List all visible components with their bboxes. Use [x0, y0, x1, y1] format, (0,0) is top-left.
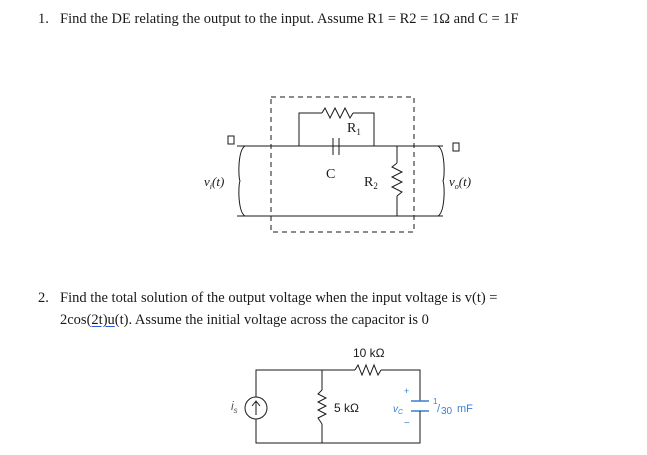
circuit-2-minus-sign: −	[404, 418, 410, 429]
circuit-2-top-wire-right	[381, 369, 421, 401]
svg-text:1: 1	[433, 397, 438, 406]
circuit-1-r1-right-lead	[353, 112, 375, 146]
question-2-text-line1: Find the total solution of the output vo…	[60, 290, 498, 306]
circuit-1-r1-resistor	[321, 106, 354, 120]
circuit-2-source-label: is	[231, 399, 238, 415]
circuit-2-current-source-icon	[244, 396, 268, 420]
circuit-2-5k-resistor	[316, 389, 328, 425]
question-2-text-underlined: 2t)u	[91, 312, 115, 328]
circuit-2-capacitor	[411, 400, 429, 412]
svg-text:mF: mF	[457, 403, 473, 415]
circuit-2-vc-label: vC	[393, 404, 404, 416]
circuit-2-left-top-wire	[255, 369, 323, 397]
question-2-text-a: 2cos(	[60, 312, 92, 328]
circuit-1-input-brace	[238, 145, 246, 217]
question-1: 1. Find the DE relating the output to the…	[38, 8, 519, 30]
circuit-2-10k-label: 10 kΩ	[353, 346, 385, 360]
circuit-1-output-terminal-icon	[452, 142, 460, 152]
question-2-number: 2.	[38, 290, 49, 306]
svg-text:30: 30	[441, 406, 453, 417]
svg-text:/: /	[437, 403, 441, 415]
circuit-1-r1-left-lead	[298, 112, 322, 146]
circuit-2-bottom-wire	[322, 413, 421, 444]
question-2-text-line2: 2cos(2t)u(t). Assume the initial voltage…	[38, 309, 618, 331]
circuit-1-vi-label: vi(t)	[204, 174, 224, 191]
question-1-number: 1.	[38, 11, 49, 27]
circuit-1-r1-label: R1	[347, 121, 361, 137]
circuit-2-capacitance-label: 1 / 30 mF	[433, 397, 473, 417]
circuit-1-r2-resistor	[390, 162, 404, 197]
circuit-1-output-brace	[437, 145, 445, 217]
circuit-2-left-bottom-wire	[255, 419, 323, 444]
circuit-1-r2-label: R2	[364, 175, 378, 191]
circuit-1-input-terminal-icon	[227, 135, 235, 145]
question-1-text: Find the DE relating the output to the i…	[60, 11, 519, 27]
circuit-2-10k-resistor	[354, 363, 382, 377]
question-2-text-b: (t). Assume the initial voltage across t…	[114, 312, 429, 328]
circuit-1-c-label: C	[326, 167, 335, 182]
circuit-2-plus-sign: +	[404, 386, 409, 396]
circuit-1-vo-label: vo(t)	[449, 174, 471, 191]
circuit-2-5k-label: 5 kΩ	[334, 401, 359, 415]
circuit-1-dashed-boundary	[270, 96, 415, 233]
question-2: 2. Find the total solution of the output …	[38, 287, 618, 331]
